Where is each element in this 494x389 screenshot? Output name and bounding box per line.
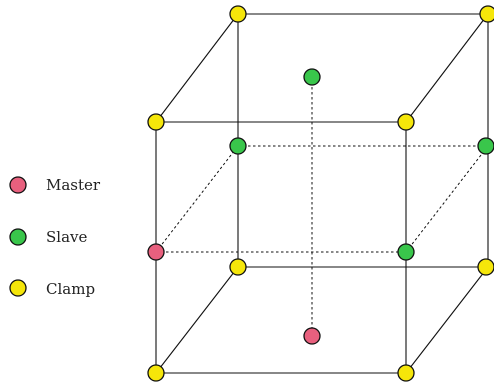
edge-connect-top-right [405,13,489,123]
edge-connect-bottom-right [405,266,489,374]
slave-node [477,137,494,155]
clamp-node [397,364,415,382]
dashed-guides [155,77,489,336]
clamp-legend-icon [9,279,27,297]
clamp-node [479,5,494,23]
legend-label-master: Master [46,176,101,194]
legend-item-clamp: Clamp [9,279,95,298]
clamp-node [147,364,165,382]
master-node [303,327,321,345]
edge-connect-top-left [155,13,239,123]
slave-node [397,243,415,261]
clamp-node [477,258,494,276]
dashed-mid-right [405,145,489,253]
legend: Master Slave Clamp [9,176,101,298]
legend-item-slave: Slave [9,228,87,246]
master-legend-icon [9,176,27,194]
nodes [147,5,494,382]
dashed-mid-left [155,145,239,253]
legend-label-slave: Slave [46,228,87,246]
slave-legend-icon [9,228,27,246]
legend-item-master: Master [9,176,101,194]
master-node [147,243,165,261]
clamp-node [397,113,415,131]
clamp-node [229,258,247,276]
legend-label-clamp: Clamp [46,280,95,298]
clamp-node [147,113,165,131]
slave-node [229,137,247,155]
clamp-node [229,5,247,23]
edge-connect-bottom-left [155,266,239,374]
slave-node [303,68,321,86]
cube-edges [155,13,489,374]
